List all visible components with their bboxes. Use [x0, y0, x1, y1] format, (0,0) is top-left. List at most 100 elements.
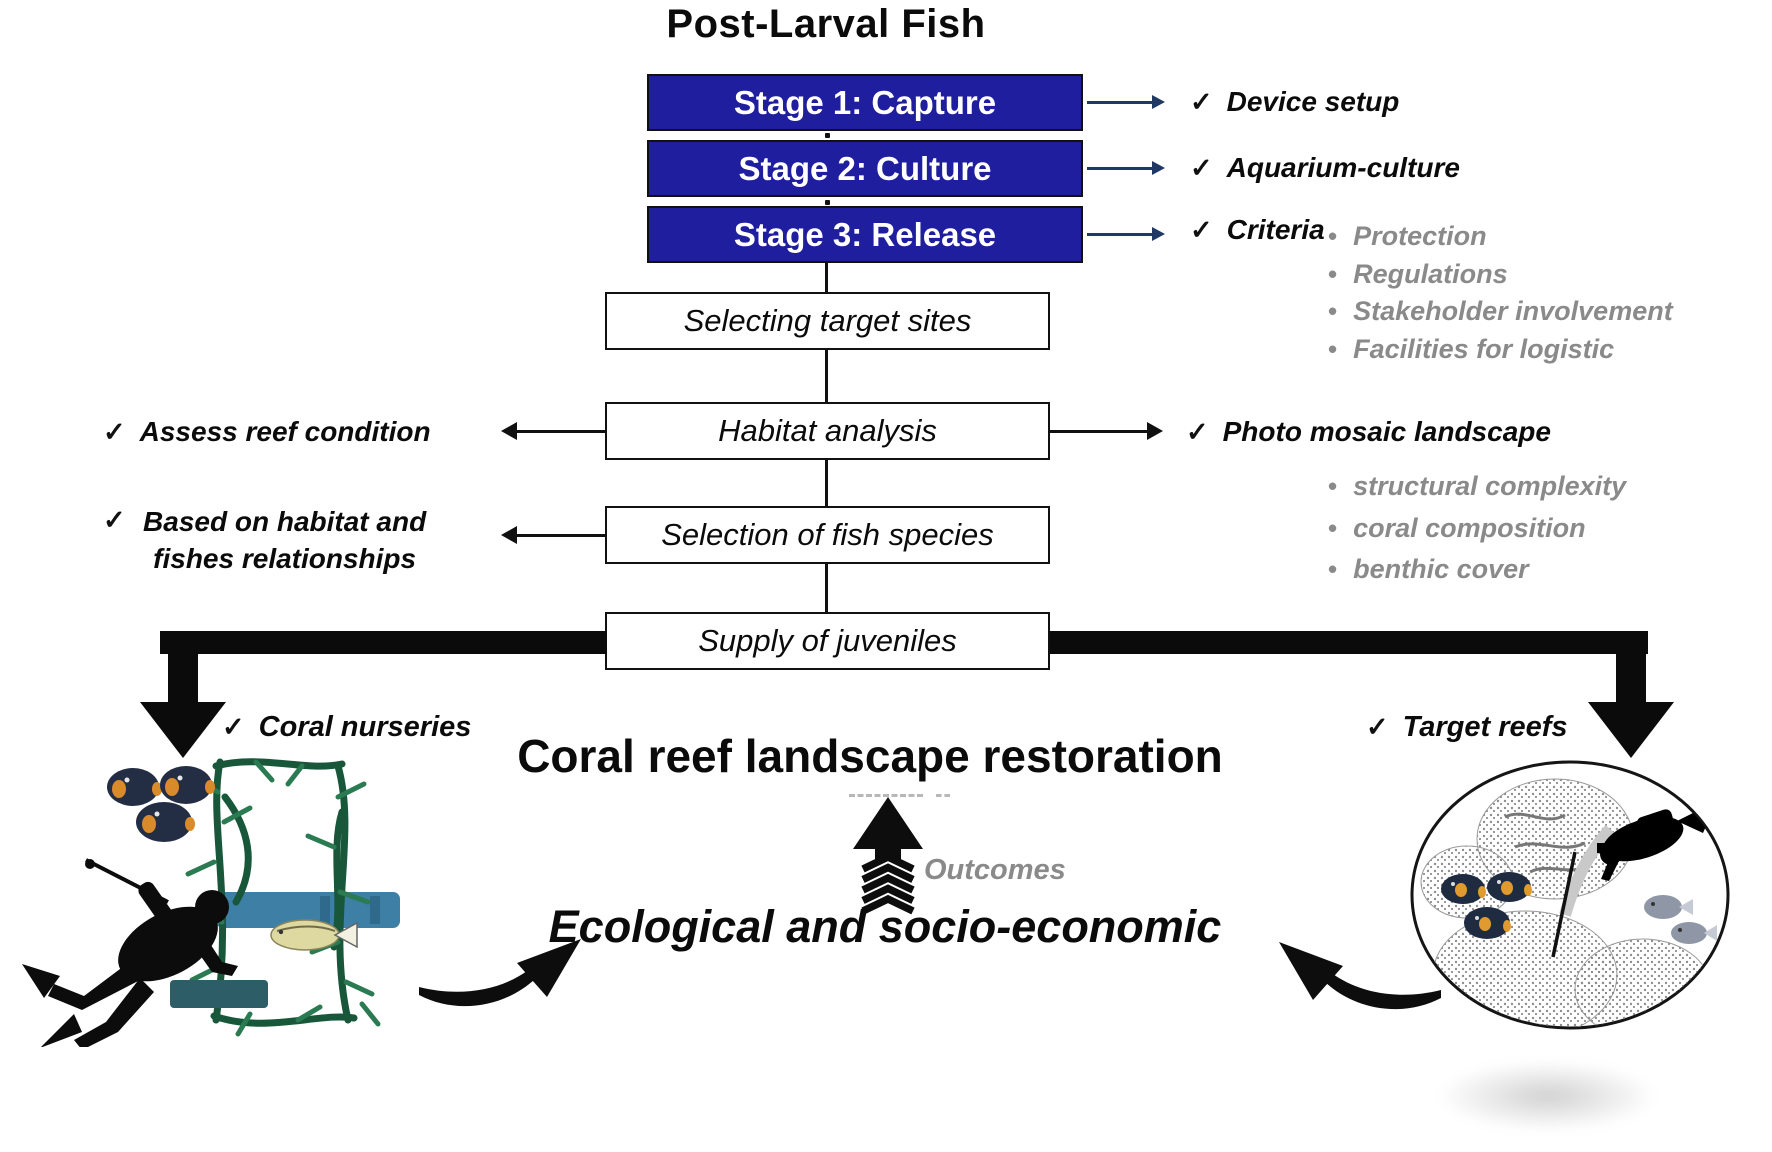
bullet-icon: • [1328, 554, 1338, 584]
curved-arrow-left-icon [1279, 942, 1441, 1010]
bullet-label: Protection [1353, 221, 1487, 251]
arrow-right-icon [1152, 161, 1165, 175]
arrow-right-icon [1152, 227, 1165, 241]
pipe-shape [216, 892, 400, 928]
bullet-icon: • [1328, 296, 1338, 326]
arrow-right-icon [1147, 422, 1163, 440]
annotation-label: Assess reef condition [139, 416, 431, 447]
annotation-device-setup: ✓ Device setup [1190, 85, 1399, 119]
dashed-line [936, 794, 950, 797]
bullet-icon: • [1328, 259, 1338, 289]
flow-box-habitat-analysis: Habitat analysis [605, 402, 1050, 460]
arrow-line [516, 534, 605, 537]
check-icon: ✓ [103, 417, 126, 447]
arrow-line [1087, 167, 1153, 170]
bullet-label: structural complexity [1353, 471, 1627, 501]
annotation-label: Photo mosaic landscape [1222, 416, 1551, 447]
flow-connector [825, 263, 828, 292]
heading-coral-reef-restoration: Coral reef landscape restoration [517, 730, 1223, 782]
stage-label: Stage 2: Culture [738, 149, 992, 187]
arrow-line [1087, 101, 1153, 104]
bullet-icon: • [1328, 221, 1338, 251]
dark-fish-group [1441, 872, 1532, 939]
photo-bullet-item: • structural complexity [1328, 470, 1626, 502]
big-down-arrow-icon [140, 702, 226, 758]
gray-fish-group [1644, 895, 1717, 944]
check-icon: ✓ [1190, 87, 1213, 117]
dark-fish-group [107, 766, 215, 842]
connector-dot [825, 133, 830, 138]
flow-box-label: Habitat analysis [718, 413, 937, 448]
thick-bar-right [1050, 631, 1648, 654]
flow-connector [825, 564, 828, 612]
target-reef-illustration [1410, 760, 1730, 1030]
check-icon: ✓ [1190, 215, 1213, 245]
check-icon: ✓ [103, 505, 126, 535]
check-icon: ✓ [1190, 153, 1213, 183]
flow-connector [825, 460, 828, 506]
stage-box-capture: Stage 1: Capture [647, 74, 1083, 131]
annotation-label: Aquarium-culture [1226, 152, 1460, 183]
criteria-bullet-item: • Regulations [1328, 258, 1508, 290]
bullet-label: coral composition [1353, 513, 1586, 543]
annotation-label: Device setup [1226, 86, 1400, 117]
annotation-label: Based on habitat and fishes relationship… [140, 503, 430, 577]
criteria-bullet-item: • Facilities for logistic [1328, 333, 1614, 365]
thick-bar-right-vertical [1616, 631, 1646, 709]
collection-box-shape [170, 980, 268, 1008]
bullet-icon: • [1328, 471, 1338, 501]
flow-box-label: Supply of juveniles [698, 623, 957, 658]
arrow-line [1087, 233, 1153, 236]
shadow-blob [1395, 1047, 1700, 1145]
annotation-assess-reef: ✓ Assess reef condition [103, 415, 431, 449]
bullet-label: Stakeholder involvement [1353, 296, 1673, 326]
annotation-label: Target reefs [1402, 711, 1568, 743]
coral-nursery-illustration [22, 758, 400, 1047]
bullet-label: Regulations [1353, 259, 1508, 289]
flow-box-label: Selection of fish species [661, 517, 994, 552]
diver-shape [22, 858, 238, 1047]
bullet-label: benthic cover [1353, 554, 1529, 584]
flow-box-label: Selecting target sites [683, 303, 972, 338]
arrow-right-icon [1152, 95, 1165, 109]
thick-bar-left [160, 631, 607, 654]
arrow-line [1050, 430, 1149, 433]
annotation-line1: Based on habitat and [143, 506, 427, 537]
subheading-ecological-socioeconomic: Ecological and socio-economic [548, 901, 1222, 952]
annotation-target-reefs: ✓ Target reefs [1366, 710, 1568, 744]
up-arrow-chevron-icon [853, 797, 923, 915]
arrow-line [516, 430, 605, 433]
big-down-arrow-icon [1588, 702, 1674, 758]
yellow-fish-shape [270, 919, 358, 951]
flow-connector [825, 350, 828, 402]
dashed-line [849, 794, 923, 797]
flow-box-supply-of-juveniles: Supply of juveniles [605, 612, 1050, 670]
annotation-coral-nurseries: ✓ Coral nurseries [222, 710, 471, 744]
photo-bullet-item: • coral composition [1328, 512, 1586, 544]
stage-box-release: Stage 3: Release [647, 206, 1083, 263]
criteria-bullet-item: • Protection [1328, 220, 1487, 252]
annotation-label: Coral nurseries [258, 711, 472, 743]
bullet-label: Facilities for logistic [1353, 334, 1615, 364]
curved-arrow-right-icon [419, 939, 581, 1007]
annotation-line2: fishes relationships [153, 543, 417, 574]
annotation-aquarium-culture: ✓ Aquarium-culture [1190, 151, 1460, 185]
arrow-left-icon [501, 422, 517, 440]
annotation-photo-mosaic: ✓ Photo mosaic landscape [1186, 415, 1551, 449]
bullet-icon: • [1328, 513, 1338, 543]
check-icon: ✓ [1366, 712, 1389, 742]
connector-dot [825, 200, 830, 205]
outcomes-label: Outcomes [924, 854, 1066, 886]
reef-mound-shape [1574, 938, 1712, 1027]
annotation-based-on-habitat: ✓ Based on habitat and fishes relationsh… [103, 503, 430, 577]
stage-box-culture: Stage 2: Culture [647, 140, 1083, 197]
page-title: Post-Larval Fish [666, 2, 986, 46]
stage-label: Stage 3: Release [733, 215, 997, 253]
thick-bar-left-vertical [168, 631, 198, 709]
annotation-criteria: ✓ Criteria [1190, 213, 1325, 247]
check-icon: ✓ [222, 712, 245, 742]
bullet-icon: • [1328, 334, 1338, 364]
criteria-bullet-item: • Stakeholder involvement [1328, 295, 1673, 327]
photo-bullet-item: • benthic cover [1328, 553, 1529, 585]
